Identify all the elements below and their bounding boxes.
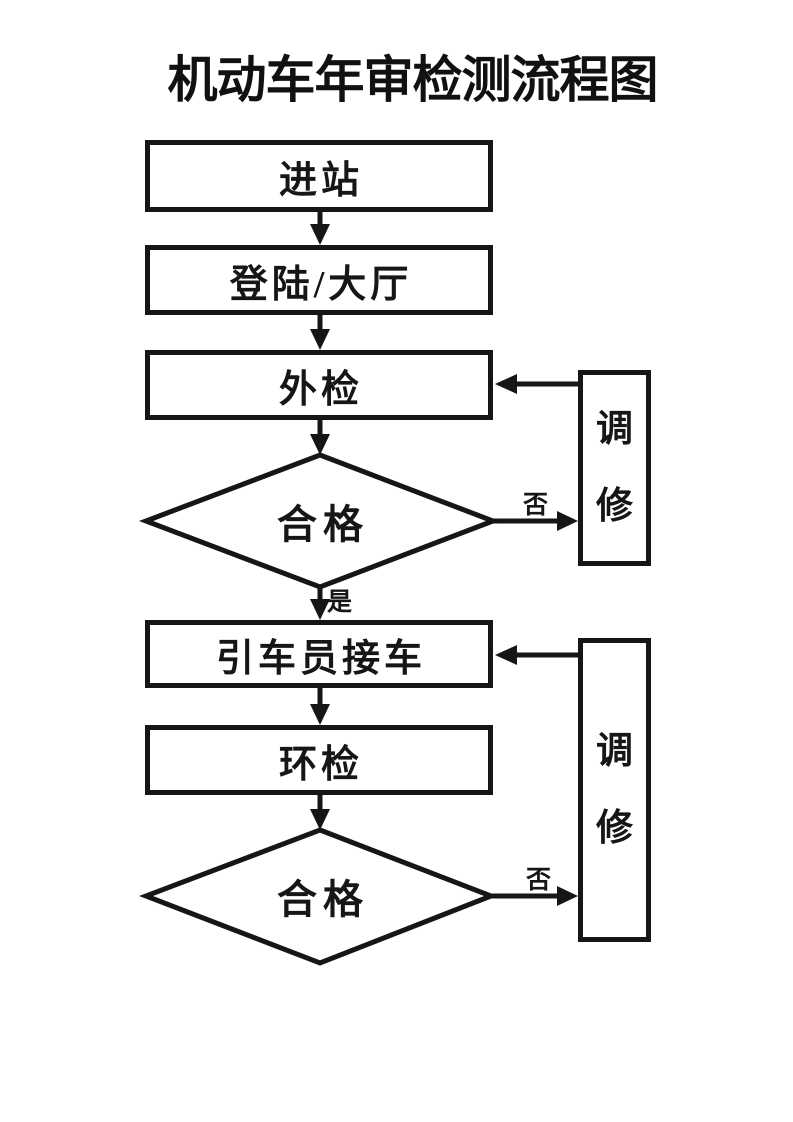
- node-enter-station: 进站: [145, 140, 493, 212]
- node-login-hall-label: 登陆/大厅: [229, 263, 413, 306]
- edge-label-no-2: 否: [526, 867, 552, 894]
- node-repair-2-label: 调 修: [596, 731, 633, 849]
- arrow-external-to-qualified1: [310, 418, 330, 455]
- node-driver-receive-vehicle-label: 引车员接车: [215, 637, 426, 680]
- node-repair-1: 调 修: [578, 370, 651, 566]
- node-login-hall: 登陆/大厅: [145, 245, 493, 315]
- node-repair-1-label: 调 修: [596, 409, 633, 527]
- edge-label-yes-1: 是: [327, 589, 353, 616]
- page-title: 机动车年审检测流程图: [167, 52, 659, 108]
- arrow-driver-to-env: [310, 688, 330, 725]
- arrow-enter-to-login: [310, 210, 330, 245]
- node-external-inspection: 外检: [145, 350, 493, 420]
- node-enter-station-label: 进站: [278, 159, 363, 202]
- arrow-qualified2-no-to-repair2: [491, 886, 578, 906]
- node-environmental-inspection-label: 环检: [278, 743, 363, 786]
- node-environmental-inspection: 环检: [145, 725, 493, 795]
- node-repair-2: 调 修: [578, 638, 651, 942]
- arrow-env-to-qualified2: [310, 793, 330, 830]
- arrow-qualified1-no-to-repair1: [493, 511, 578, 531]
- node-driver-receive-vehicle: 引车员接车: [145, 620, 493, 688]
- edge-label-no-1: 否: [523, 492, 549, 519]
- decision-diamond-1: [138, 452, 501, 590]
- decision-qualified-2-label: 合格: [277, 877, 369, 922]
- arrow-repair1-to-external: [495, 374, 578, 394]
- arrow-login-to-external: [310, 313, 330, 350]
- decision-diamond-2: [138, 827, 498, 966]
- decision-qualified-1-label: 合格: [277, 502, 369, 547]
- node-external-inspection-label: 外检: [278, 368, 363, 411]
- arrow-repair2-to-driver: [495, 645, 578, 665]
- connector-arrows: [138, 210, 578, 966]
